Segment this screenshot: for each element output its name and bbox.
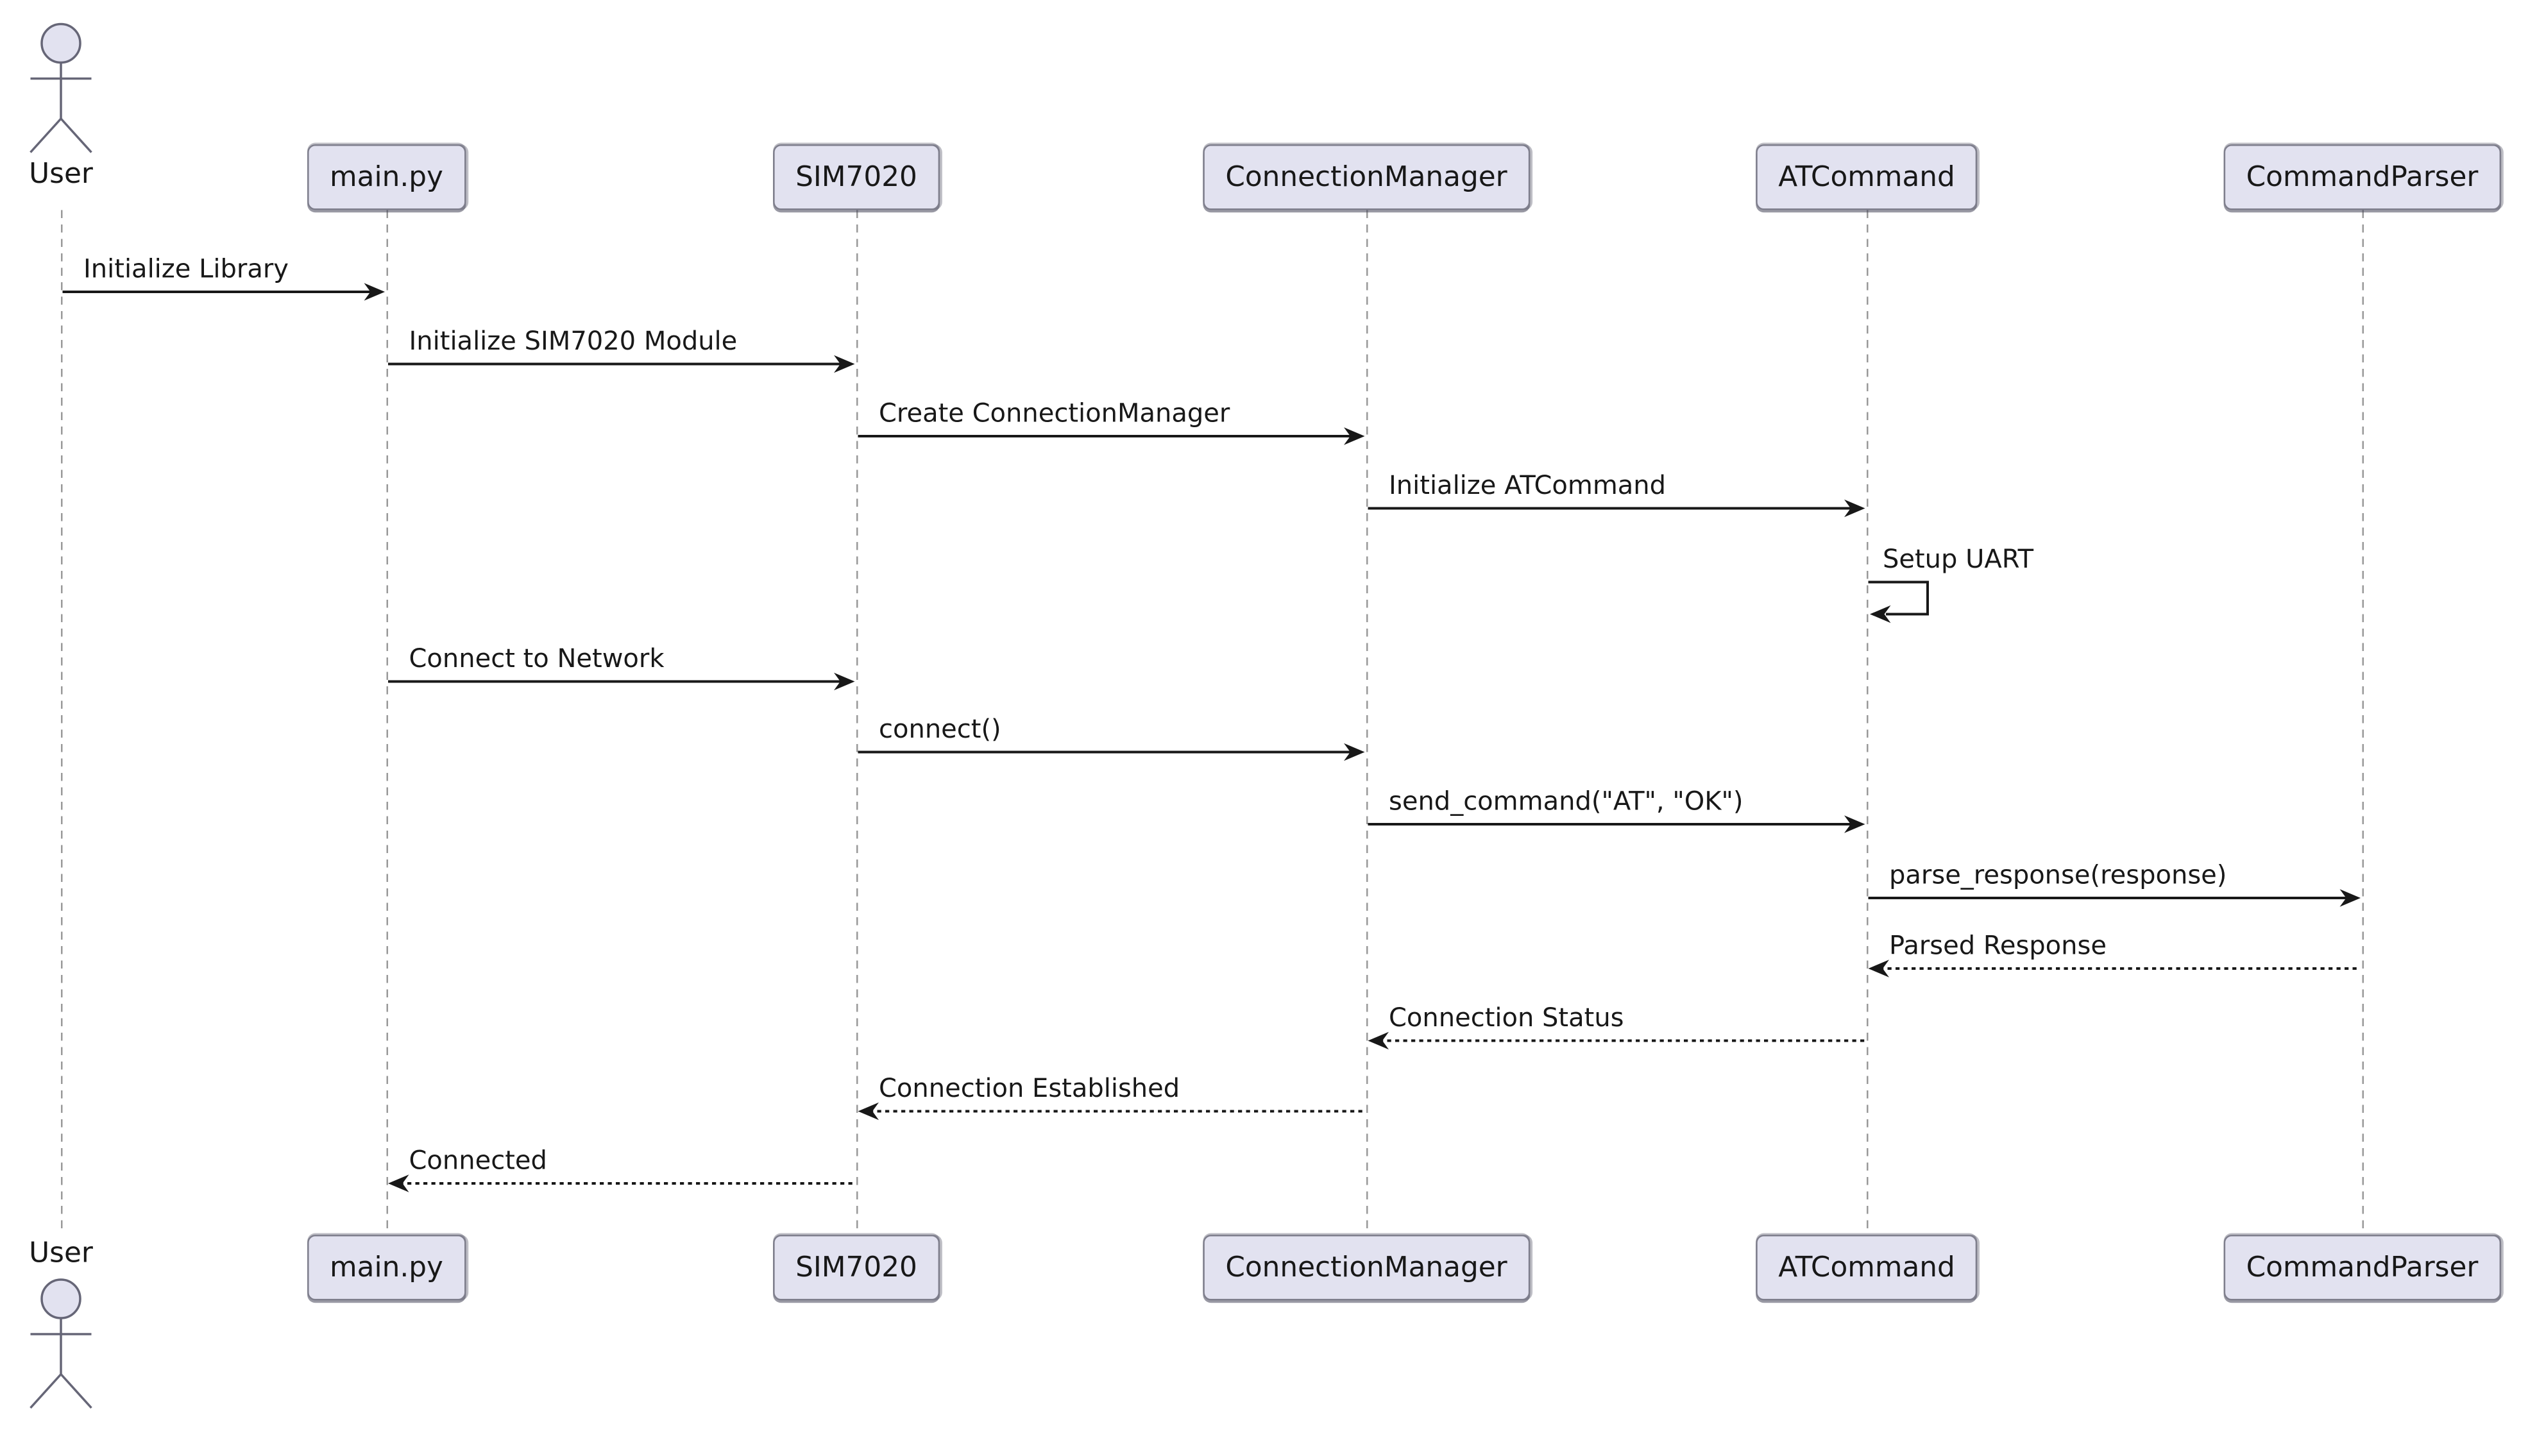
participant-at-top: ATCommand xyxy=(1756,144,1978,210)
message-label-2: Create ConnectionManager xyxy=(879,398,1230,428)
arrowhead xyxy=(1868,960,1889,978)
message-label-11: Connection Established xyxy=(879,1072,1180,1104)
user-actor-icon-top xyxy=(30,22,92,153)
user-actor-label-bottom: User xyxy=(29,1238,93,1270)
message-label-8: parse_response(response) xyxy=(1889,859,2227,890)
message-label-1: Initialize SIM7020 Module xyxy=(409,325,738,357)
message-label-4: Setup UART xyxy=(1883,543,2034,575)
message-label-5: Connect to Network xyxy=(409,643,665,674)
arrowhead xyxy=(1344,743,1365,761)
arrowhead xyxy=(1344,427,1365,445)
arrowhead xyxy=(1844,499,1865,518)
arrowhead xyxy=(364,283,385,301)
arrowhead xyxy=(2339,889,2361,907)
arrowhead xyxy=(1870,605,1891,623)
participant-cm-bottom: ConnectionManager xyxy=(1203,1235,1530,1301)
participant-main-top: main.py xyxy=(307,144,466,210)
user-actor-label-top: User xyxy=(29,158,93,191)
arrowhead xyxy=(858,1102,879,1121)
arrowhead xyxy=(1368,1031,1389,1050)
arrowhead xyxy=(388,1174,409,1192)
message-label-6: connect() xyxy=(879,713,1001,745)
message-label-10: Connection Status xyxy=(1389,1002,1624,1033)
message-label-0: Initialize Library xyxy=(83,253,289,284)
participant-main-bottom: main.py xyxy=(307,1235,466,1301)
arrowhead xyxy=(1844,815,1865,833)
participant-cp-bottom: CommandParser xyxy=(2223,1235,2501,1301)
arrowhead xyxy=(834,355,855,373)
message-label-9: Parsed Response xyxy=(1889,930,2107,961)
message-4-self-arrow xyxy=(1868,580,1929,616)
participant-at-bottom: ATCommand xyxy=(1756,1235,1978,1301)
participant-cp-top: CommandParser xyxy=(2223,144,2501,210)
participant-cm-top: ConnectionManager xyxy=(1203,144,1530,210)
message-label-3: Initialize ATCommand xyxy=(1389,470,1667,501)
message-label-7: send_command("AT", "OK") xyxy=(1389,786,1744,817)
user-actor-icon-bottom xyxy=(30,1278,92,1409)
participant-sim-top: SIM7020 xyxy=(773,144,940,210)
participant-sim-bottom: SIM7020 xyxy=(773,1235,940,1301)
message-label-12: Connected xyxy=(409,1145,547,1176)
arrowhead xyxy=(834,672,855,691)
